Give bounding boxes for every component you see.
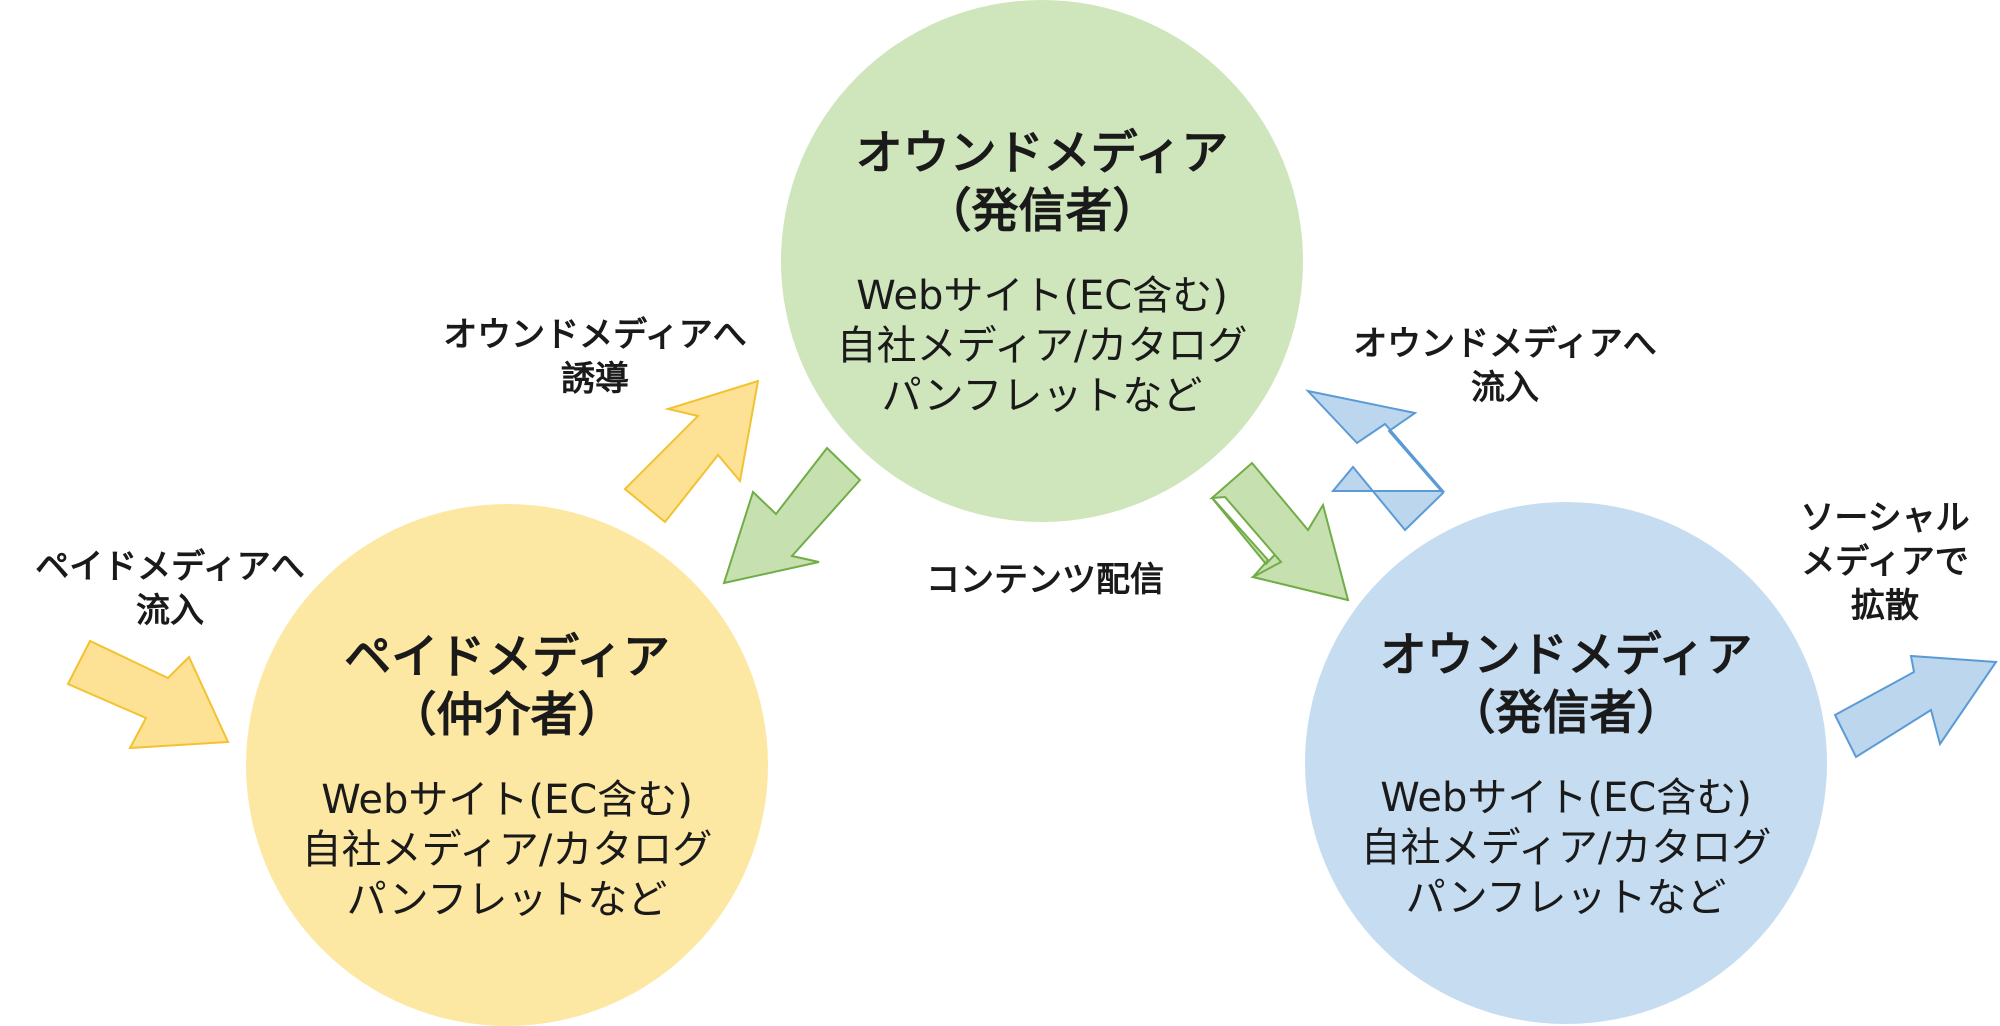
node-line: Webサイト(EC含む) [321, 777, 693, 823]
arrow-guide-to-owned [623, 379, 760, 524]
node-title: オウンドメディア [855, 126, 1229, 181]
label-guide-to-owned: オウンドメディアへ 誘導 [420, 313, 770, 401]
label-line: ペイドメディアへ [35, 547, 305, 587]
paid-media-node: ペイドメディア （仲介者） Webサイト(EC含む) 自社メディア/カタログ パ… [246, 504, 768, 1026]
node-line: 自社メディア/カタログ [301, 827, 713, 873]
node-line: Webサイト(EC含む) [856, 273, 1228, 319]
arrow-social-spread [1833, 654, 1998, 759]
node-line: 自社メディア/カタログ [1360, 825, 1772, 871]
label-line: 流入 [1471, 368, 1539, 408]
node-title: ペイドメディア [344, 630, 670, 685]
node-line: パンフレットなど [881, 373, 1203, 419]
label-line: 流入 [136, 591, 204, 631]
node-line: パンフレットなど [346, 877, 668, 923]
node-line: パンフレットなど [1405, 875, 1727, 921]
arrow-content-to-paid [722, 446, 862, 585]
owned-media-node-top: オウンドメディア （発信者） Webサイト(EC含む) 自社メディア/カタログ … [781, 0, 1303, 522]
label-owned-inflow: オウンドメディアへ 流入 [1330, 322, 1680, 410]
label-line: 誘導 [561, 359, 629, 399]
label-line: 拡散 [1851, 586, 1919, 626]
arrow-owned-inflow [1305, 389, 1446, 532]
label-line: メディアで [1801, 542, 1969, 582]
label-social-spread: ソーシャル メディアで 拡散 [1770, 496, 2000, 628]
label-content-delivery: コンテンツ配信 [926, 560, 1164, 600]
arrow-paid-inflow [66, 639, 230, 750]
node-subtitle: （仲介者） [389, 688, 625, 743]
node-subtitle: （発信者） [924, 184, 1160, 239]
label-paid-inflow: ペイドメディアへ 流入 [10, 545, 330, 633]
node-description: Webサイト(EC含む) 自社メディア/カタログ パンフレットなど [837, 271, 1248, 421]
label-line: ソーシャル [1800, 498, 1970, 538]
node-description: Webサイト(EC含む) 自社メディア/カタログ パンフレットなど [302, 775, 713, 925]
owned-media-node-right: オウンドメディア （発信者） Webサイト(EC含む) 自社メディア/カタログ … [1305, 502, 1827, 1024]
node-line: Webサイト(EC含む) [1380, 775, 1752, 821]
node-subtitle: （発信者） [1448, 686, 1684, 741]
node-title: オウンドメディア [1379, 628, 1753, 683]
label-line: オウンドメディアへ [443, 315, 747, 355]
node-description: Webサイト(EC含む) 自社メディア/カタログ パンフレットなど [1361, 773, 1772, 923]
label-line: オウンドメディアへ [1353, 324, 1657, 364]
arrow-content-to-owned-right-body [1209, 461, 1350, 602]
node-line: 自社メディア/カタログ [836, 323, 1248, 369]
